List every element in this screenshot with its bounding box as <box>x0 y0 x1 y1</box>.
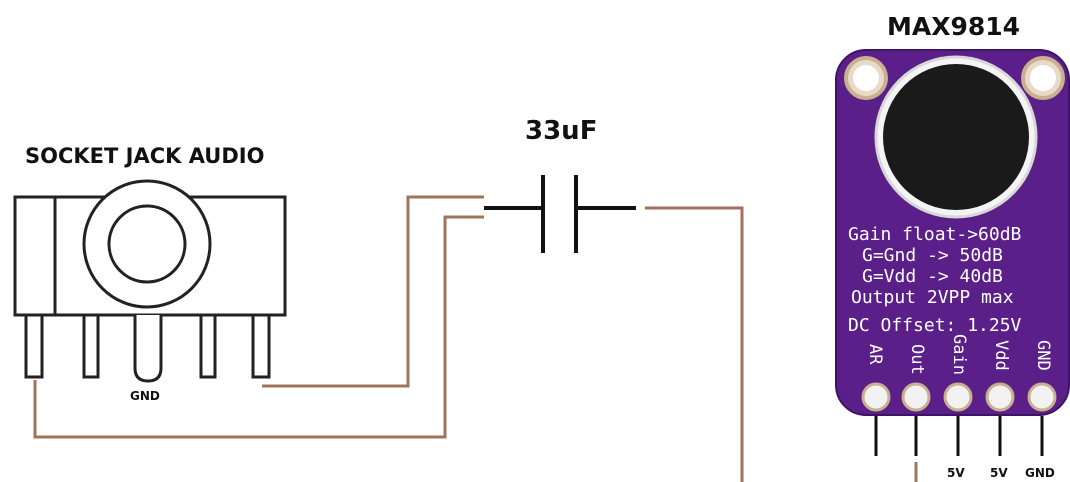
pin-connection-gain: 5V <box>947 466 965 480</box>
max9814-board: Gain float->60dB G=Gnd -> 50dB G=Vdd -> … <box>835 49 1070 416</box>
jack-inner-ring <box>107 204 187 284</box>
jack-pin <box>199 313 217 379</box>
pin-connection-gnd: GND <box>1025 466 1055 480</box>
jack-title: SOCKET JACK AUDIO <box>25 144 264 168</box>
pin-pad-out <box>901 382 931 412</box>
audio-jack-socket <box>13 179 287 383</box>
pin-pad-gnd <box>1027 382 1057 412</box>
board-text-line: DC Offset: 1.25V <box>848 315 1022 336</box>
pin-label-ar: AR <box>865 344 885 365</box>
jack-pin <box>24 313 44 379</box>
mounting-hole-center <box>1030 65 1056 91</box>
pin-label-out: Out <box>907 344 927 375</box>
wire-jack-to-capacitor-top <box>262 195 484 388</box>
board-text-line: G=Vdd -> 40dB <box>862 266 1003 287</box>
pin-label-gain: Gain <box>949 334 969 375</box>
header-pins <box>874 416 1044 456</box>
wire-jack-to-capacitor-bottom <box>33 215 484 439</box>
jack-center-pin <box>133 315 163 383</box>
mounting-hole-center <box>853 65 879 91</box>
board-text-line: Gain float->60dB <box>848 224 1021 245</box>
pin-label-vdd: Vdd <box>991 340 1011 371</box>
wire-capacitor-to-out <box>645 206 744 482</box>
jack-gnd-label: GND <box>130 389 160 403</box>
pin-pad-vdd <box>985 382 1015 412</box>
jack-pin <box>82 313 100 379</box>
capacitor-label: 33uF <box>525 116 597 146</box>
capacitor-symbol <box>484 175 636 253</box>
wires <box>33 195 918 482</box>
pin-connection-vdd: 5V <box>990 466 1008 480</box>
pin-pad-gain <box>943 382 973 412</box>
module-title: MAX9814 <box>887 12 1020 41</box>
board-text-line: Output 2VPP max <box>851 287 1014 308</box>
board-text-line: G=Gnd -> 50dB <box>862 245 1003 266</box>
pin-pad-ar <box>861 382 891 412</box>
jack-pin <box>251 313 271 379</box>
microphone-icon <box>883 64 1029 210</box>
pin-label-gnd: GND <box>1033 340 1053 371</box>
